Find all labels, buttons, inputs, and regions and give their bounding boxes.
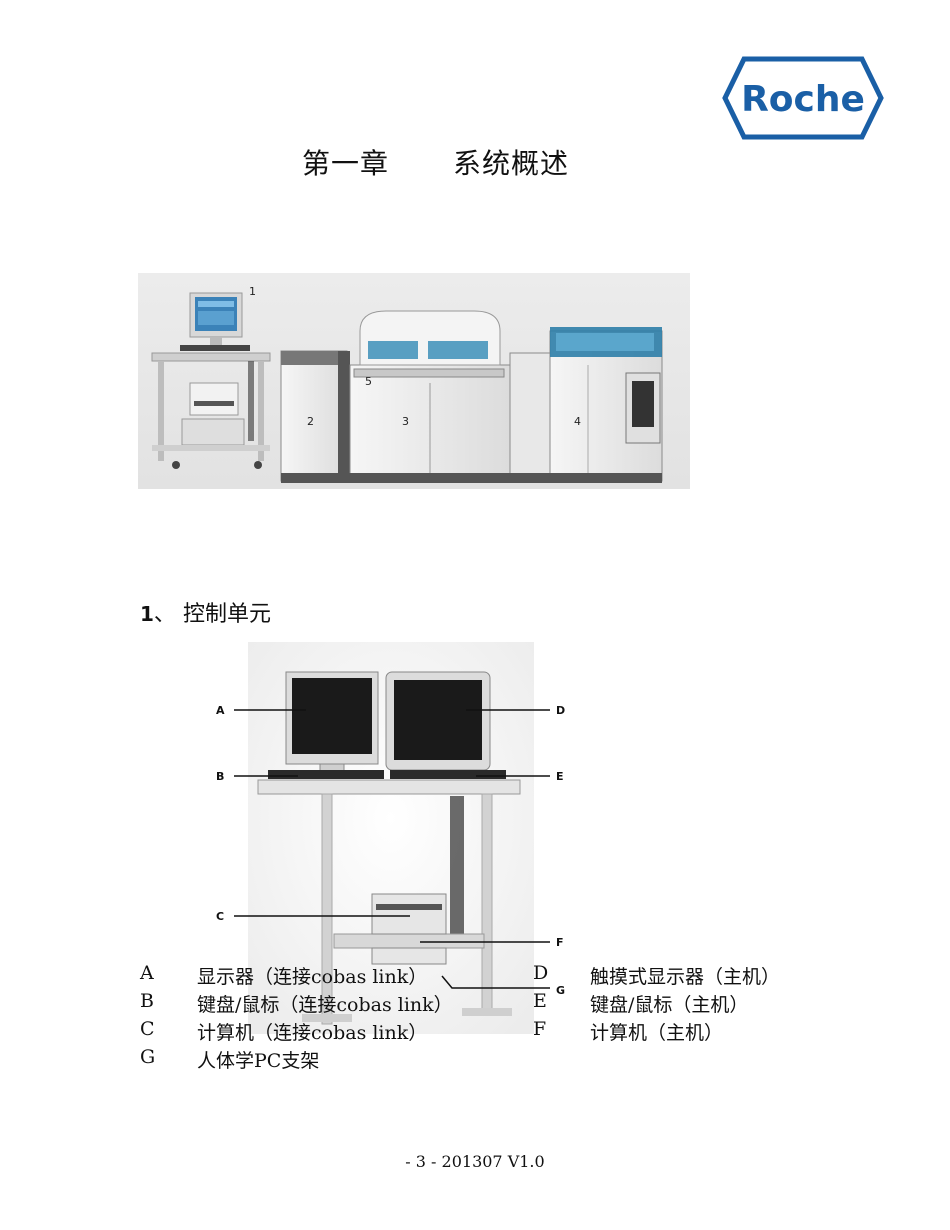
legend-text: 触摸式显示器（主机） <box>590 966 781 988</box>
section-heading: 1、 控制单元 <box>140 596 271 628</box>
callout-3: 3 <box>402 415 409 428</box>
legend-text: 显示器（连接cobas link） <box>197 966 428 988</box>
callout-1: 1 <box>249 285 256 298</box>
page-footer: - 3 - 201307 V1.0 <box>405 1152 545 1171</box>
section-separator: 、 <box>153 602 176 627</box>
legend-key: F <box>533 1018 547 1040</box>
callout-e: E <box>556 770 564 783</box>
legend-key: A <box>140 962 154 984</box>
legend-text: 计算机（连接cobas link） <box>197 1022 428 1044</box>
callout-g: G <box>556 984 565 997</box>
callout-5: 5 <box>365 375 372 388</box>
section-title: 控制单元 <box>182 602 271 627</box>
legend-text: 计算机（主机） <box>590 1022 724 1044</box>
chapter-title: 第一章 系统概述 <box>302 142 569 182</box>
chapter-name: 系统概述 <box>453 147 570 180</box>
control-unit-photo: A B C D E F G <box>216 642 565 1034</box>
legend-key: D <box>533 962 549 984</box>
legend-text: 键盘/鼠标（连接cobas link） <box>197 994 453 1016</box>
callout-4: 4 <box>574 415 581 428</box>
callout-f: F <box>556 936 564 949</box>
legend-key: G <box>140 1046 156 1068</box>
legend-text: 人体学PC支架 <box>197 1050 320 1072</box>
legend-key: E <box>533 990 547 1012</box>
legend-key: B <box>140 990 154 1012</box>
roche-logo: Roche <box>722 56 884 140</box>
callout-2: 2 <box>307 415 314 428</box>
callout-d: D <box>556 704 565 717</box>
roche-logo-text: Roche <box>741 79 865 120</box>
legend-text: 键盘/鼠标（主机） <box>590 994 749 1016</box>
chapter-label: 第一章 <box>302 147 390 180</box>
callout-c: C <box>216 910 224 923</box>
callout-b: B <box>216 770 224 783</box>
legend-key: C <box>140 1018 155 1040</box>
system-overview-photo: 1 2 3 4 5 <box>138 273 690 489</box>
section-number: 1 <box>140 602 154 626</box>
callout-a: A <box>216 704 225 717</box>
